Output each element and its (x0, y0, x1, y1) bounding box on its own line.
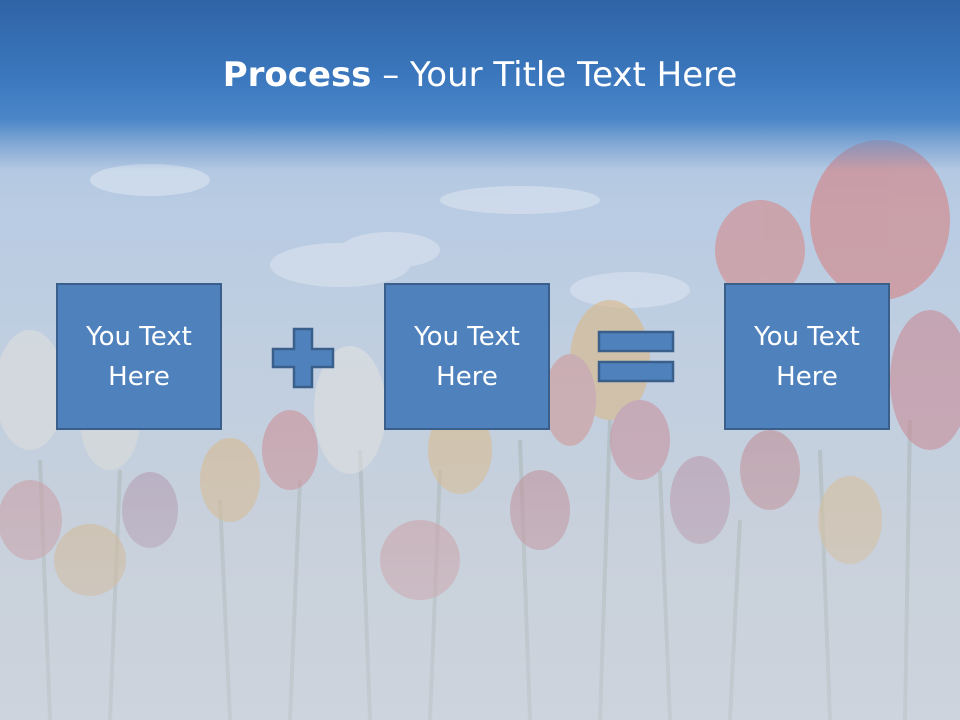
process-box-3-line-1: You Text (754, 321, 860, 352)
equals-icon (597, 330, 675, 383)
plus-icon (271, 327, 335, 389)
title-bold-part: Process (222, 55, 372, 95)
process-box-2[interactable]: You Text Here (384, 283, 550, 430)
process-box-1-line-2: Here (108, 361, 170, 392)
process-box-2-line-1: You Text (414, 321, 520, 352)
title-banner (0, 0, 960, 170)
process-box-3[interactable]: You Text Here (724, 283, 890, 430)
process-box-1[interactable]: You Text Here (56, 283, 222, 430)
slide-title: Process – Your Title Text Here (0, 52, 960, 98)
process-box-3-line-2: Here (776, 361, 838, 392)
process-box-2-line-2: Here (436, 361, 498, 392)
process-box-1-line-1: You Text (86, 321, 192, 352)
title-regular-part: – Your Title Text Here (371, 55, 738, 95)
